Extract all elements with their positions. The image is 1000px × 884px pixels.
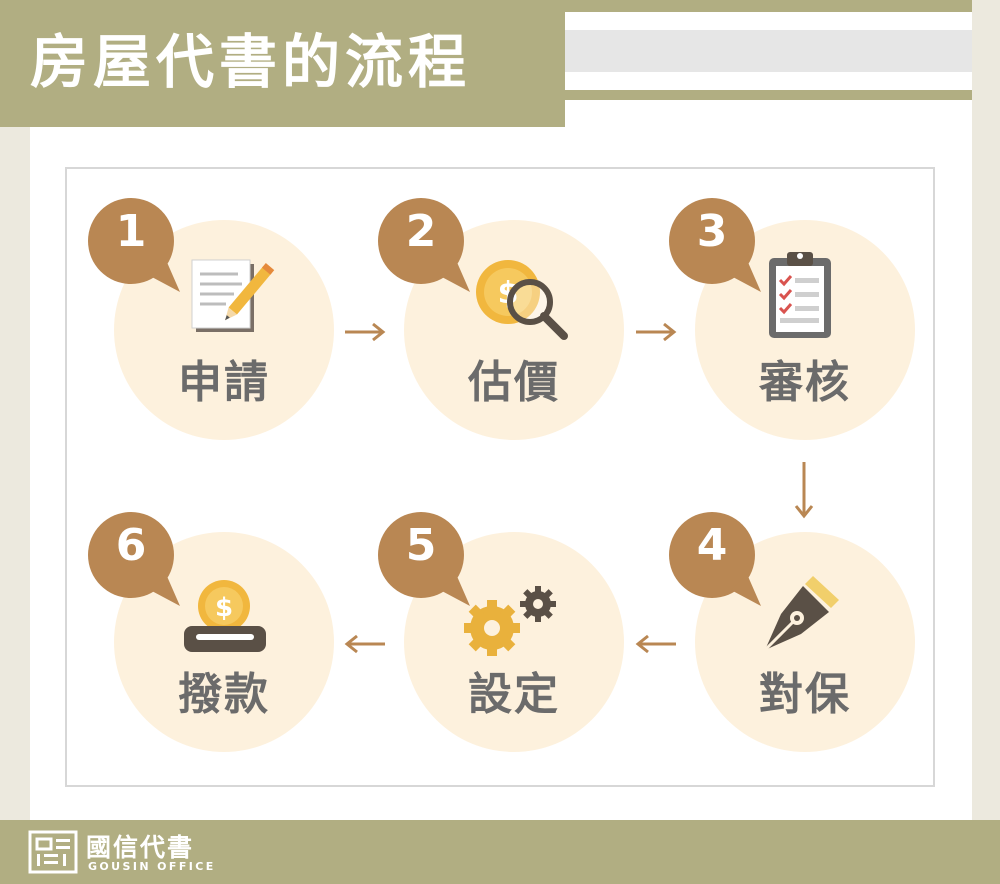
clipboard-checklist-icon xyxy=(769,252,831,338)
step-4: 對保 xyxy=(695,532,915,752)
step-number: 6 xyxy=(115,520,147,571)
step-label: 對保 xyxy=(759,669,851,720)
arrow-right-icon xyxy=(636,322,677,342)
footer-bar: 國信代書 GOUSIN OFFICE xyxy=(0,820,1000,884)
step-number: 2 xyxy=(405,206,437,257)
arrow-left-icon xyxy=(635,634,676,654)
svg-text:$: $ xyxy=(215,593,233,623)
step-badge xyxy=(378,512,470,606)
arrow-right-icon xyxy=(345,322,386,342)
step-label: 估價 xyxy=(468,357,560,408)
flow-frame xyxy=(65,167,935,787)
brand-logo-icon xyxy=(28,830,78,874)
decor-stripe xyxy=(565,30,972,72)
title-banner: 房屋代書的流程 xyxy=(0,0,565,127)
step-badge xyxy=(378,198,470,292)
page-title: 房屋代書的流程 xyxy=(30,28,472,96)
svg-text:$: $ xyxy=(498,276,519,311)
step-number: 3 xyxy=(696,206,728,257)
step-2: $ 估價 xyxy=(404,220,624,440)
step-number: 5 xyxy=(405,520,437,571)
step-badge xyxy=(88,198,180,292)
gears-icon xyxy=(464,586,556,656)
step-5: 設定 xyxy=(404,532,624,752)
decor-stripe xyxy=(565,90,972,100)
step-label: 申請 xyxy=(178,357,270,408)
fountain-pen-icon xyxy=(763,576,839,652)
brand-name: 國信代書 xyxy=(86,833,195,862)
brand-subtitle: GOUSIN OFFICE xyxy=(88,860,216,873)
decor-stripe xyxy=(565,0,972,12)
step-number: 1 xyxy=(115,206,147,257)
document-pencil-icon xyxy=(191,259,275,332)
step-label: 設定 xyxy=(468,669,560,720)
coin-slot-icon: $ xyxy=(184,580,266,652)
step-badge xyxy=(88,512,180,606)
step-label: 撥款 xyxy=(178,669,270,720)
arrow-down-icon xyxy=(794,462,814,519)
step-badge xyxy=(669,512,761,606)
step-number: 4 xyxy=(696,520,728,571)
coin-magnifier-icon: $ xyxy=(476,260,568,340)
step-badge xyxy=(669,198,761,292)
step-label: 審核 xyxy=(759,357,851,408)
arrow-left-icon xyxy=(344,634,385,654)
